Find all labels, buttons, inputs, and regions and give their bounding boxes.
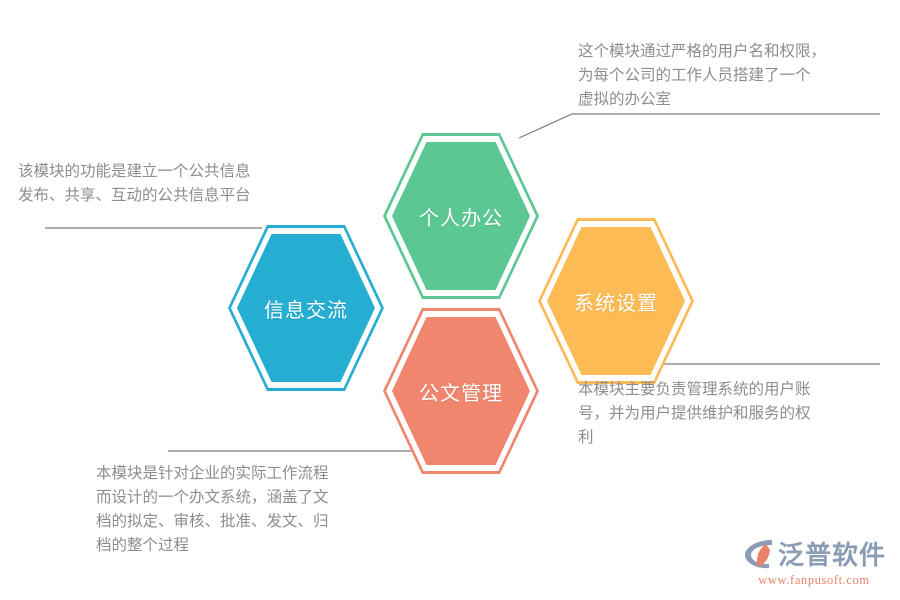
logo-mark-icon <box>744 539 772 568</box>
hexagon-information-exchange[interactable]: 信息交流 <box>228 225 384 391</box>
hexagon-system-settings[interactable]: 系统设置 <box>538 218 694 384</box>
callout-personal-office: 这个模块通过严格的用户名和权限， 为每个公司的工作人员搭建了一个 虚拟的办公室 <box>578 43 827 109</box>
hexagon-label-document-management: 公文管理 <box>419 382 503 405</box>
logo-name: 泛普软件 <box>777 540 886 570</box>
hexagon-label-system-settings: 系统设置 <box>574 292 658 315</box>
leader-line-personal-office <box>518 113 880 139</box>
callout-information-exchange: 该模块的功能是建立一个公共信息 发布、共享、互动的公共信息平台 <box>18 163 251 205</box>
callout-document-management: 本模块是针对企业的实际工作流程 而设计的一个办文系统，涵盖了文 档的拟定、审核、… <box>96 465 329 555</box>
callout-system-settings: 本模块主要负责管理系统的用户账 号，并为用户提供维护和服务的权 利 <box>578 381 811 447</box>
logo-row: 泛普软件 <box>742 535 886 572</box>
hexagon-label-personal-office: 个人办公 <box>419 207 503 230</box>
hexagon-personal-office[interactable]: 个人办公 <box>383 133 539 299</box>
hexagon-document-management[interactable]: 公文管理 <box>383 308 539 474</box>
logo-url: www.fanpusoft.com <box>758 573 870 587</box>
brand-logo: 泛普软件 www.fanpusoft.com <box>742 535 886 588</box>
hexagon-label-information-exchange: 信息交流 <box>264 299 348 322</box>
